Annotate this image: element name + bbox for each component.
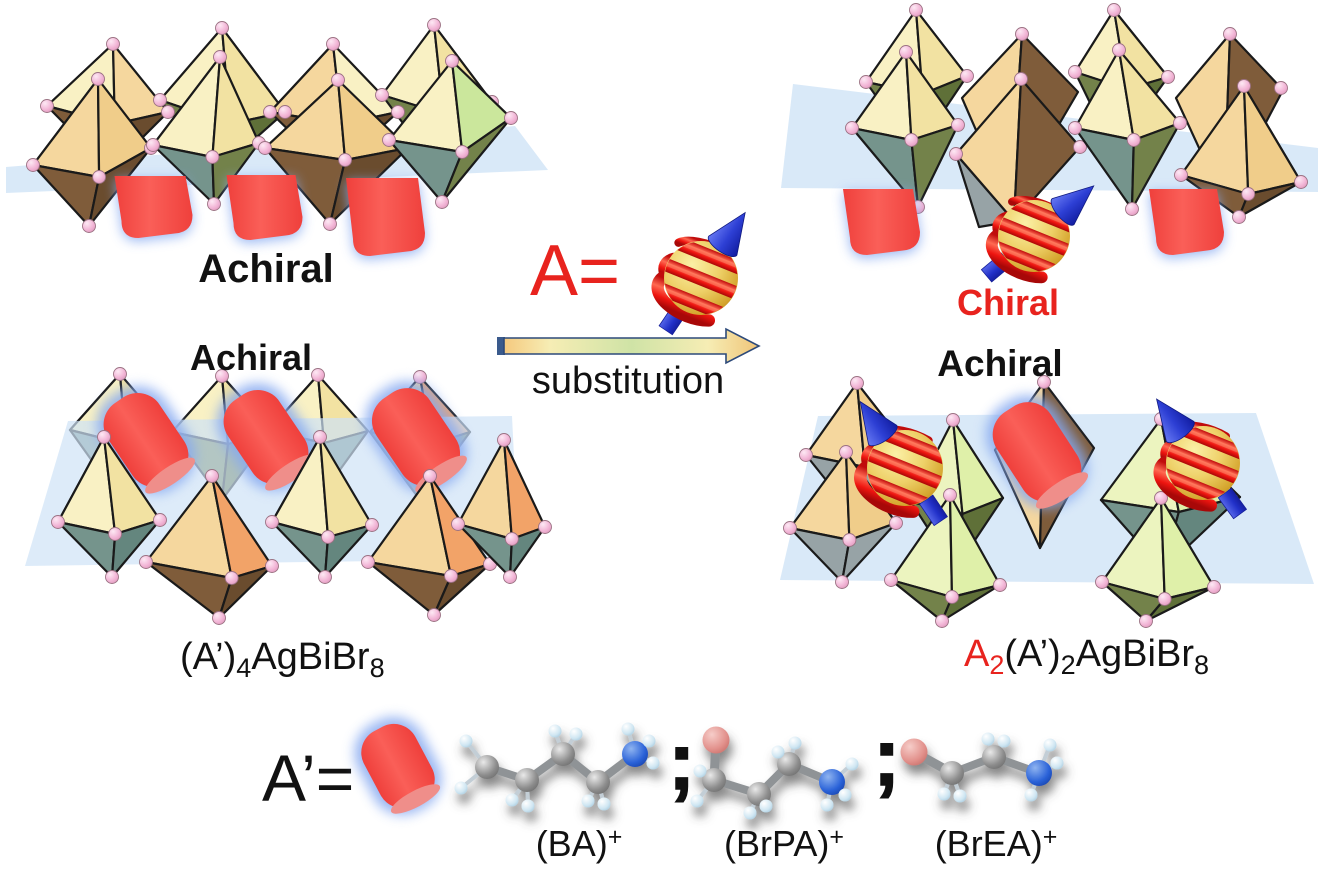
svg-text:(BrEA)+: (BrEA)+ (935, 823, 1058, 864)
svg-text:substitution: substitution (532, 360, 724, 402)
svg-text:A’=: A’= (262, 741, 354, 815)
svg-text:Achiral: Achiral (190, 337, 312, 378)
svg-text:Achiral: Achiral (937, 343, 1062, 384)
svg-text:Chiral: Chiral (957, 282, 1059, 323)
svg-text:(A’)4AgBiBr8: (A’)4AgBiBr8 (180, 636, 385, 683)
svg-text:A2(A’)2AgBiBr8: A2(A’)2AgBiBr8 (964, 633, 1209, 680)
svg-text:;: ; (668, 716, 695, 807)
svg-text:(BA)+: (BA)+ (536, 823, 623, 864)
svg-text:Achiral: Achiral (198, 247, 334, 291)
svg-text:;: ; (873, 712, 900, 803)
svg-text:A=: A= (530, 231, 620, 311)
svg-text:(BrPA)+: (BrPA)+ (724, 823, 844, 864)
